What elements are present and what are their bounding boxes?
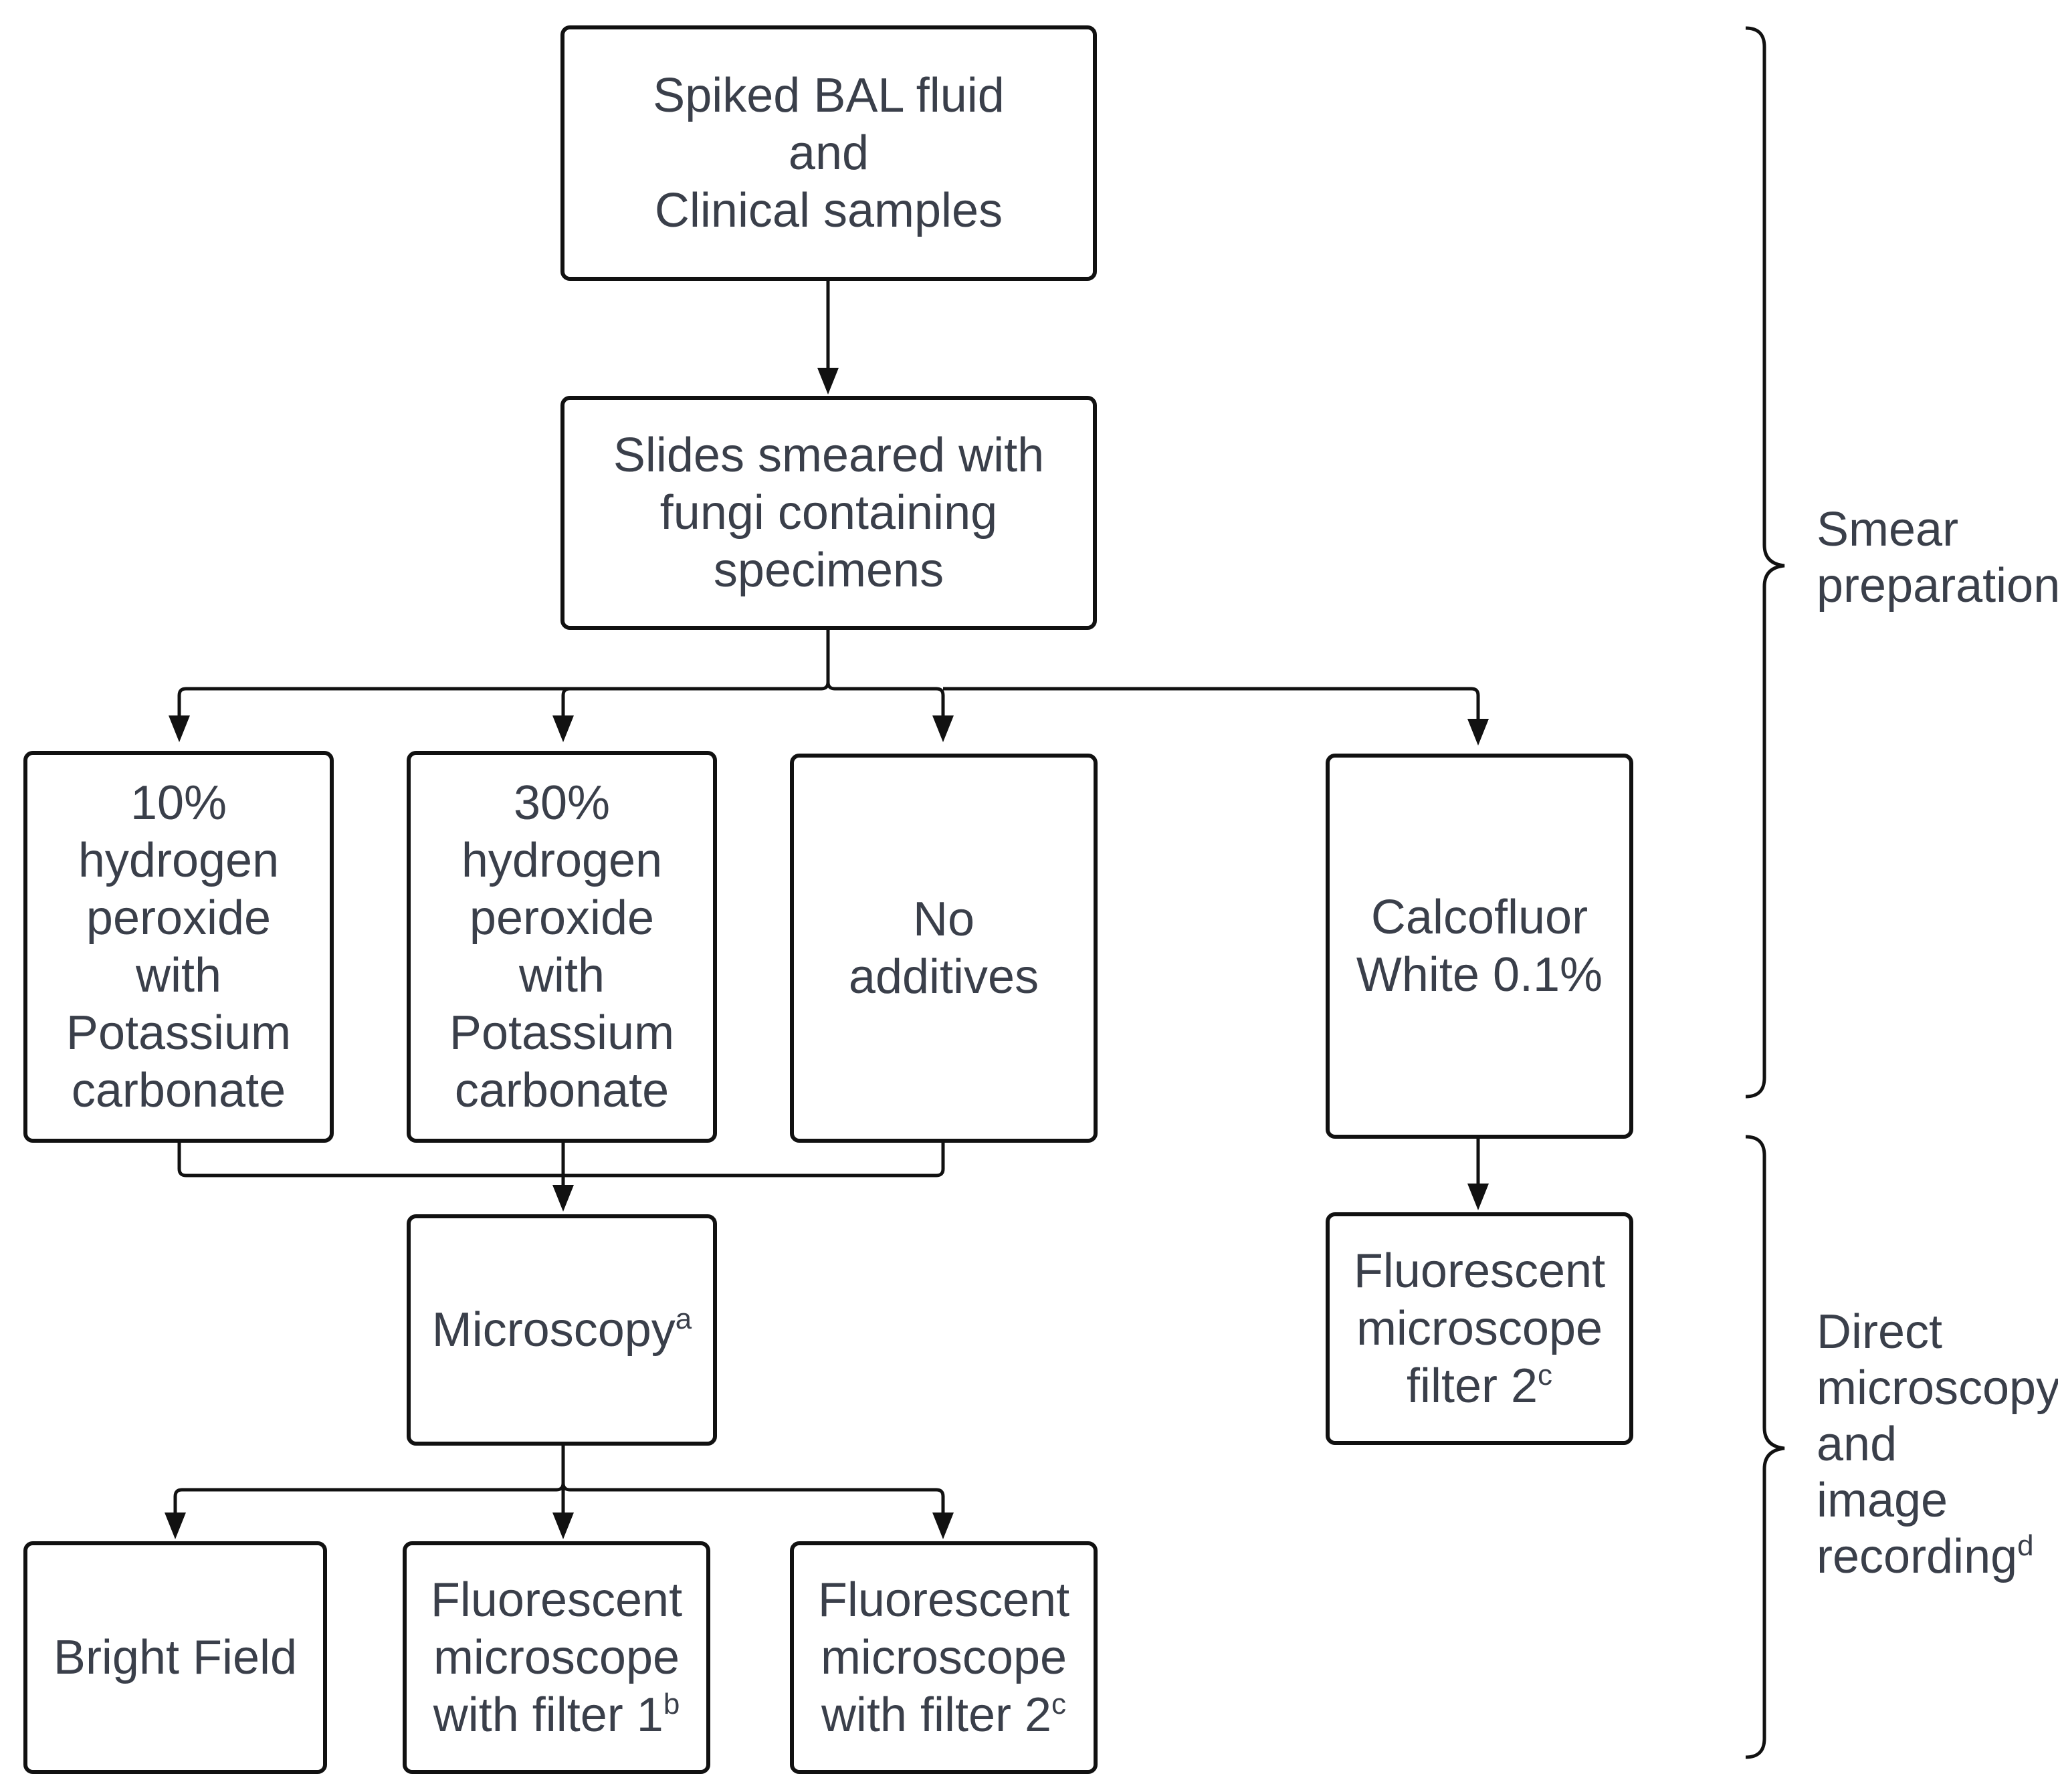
node-no-additives-line: No	[912, 893, 975, 946]
phase-direct-line: and	[1817, 1418, 1897, 1471]
node-slides-line: Slides smeared with	[613, 429, 1045, 482]
node-fluor-filter1-line: Fluorescent	[430, 1573, 683, 1627]
node-h2o2-30-line: carbonate	[454, 1064, 670, 1117]
node-slides: Slides smeared with fungi containing spe…	[560, 396, 1097, 630]
node-h2o2-10-line: peroxide	[86, 891, 272, 945]
node-slides-line: specimens	[713, 544, 944, 597]
phase-smear-line: preparation	[1817, 559, 2058, 612]
node-fluor-filter1-last: with filter 1	[433, 1688, 663, 1742]
node-h2o2-10: 10% hydrogen peroxide with Potassium car…	[23, 751, 334, 1143]
footnote-marker: d	[2017, 1529, 2034, 1562]
node-calcofluor-line: Calcofluor	[1370, 891, 1588, 944]
node-h2o2-30-line: hydrogen	[461, 834, 663, 887]
brace-direct	[1745, 1135, 1785, 1759]
phase-direct-line: Direct	[1817, 1305, 1943, 1359]
phase-direct-last: recording	[1817, 1530, 2018, 1583]
connector-merge	[177, 1142, 945, 1178]
phase-direct-line: image	[1817, 1474, 1948, 1527]
node-calcofluor: Calcofluor White 0.1%	[1326, 754, 1633, 1139]
footnote-marker: c	[1051, 1688, 1067, 1720]
node-microscopy: Microscopya	[407, 1214, 717, 1446]
footnote-marker: c	[1538, 1359, 1553, 1391]
phase-label-direct: Direct microscopy and image recordingd	[1817, 1304, 2058, 1585]
node-h2o2-30: 30% hydrogen peroxide with Potassium car…	[407, 751, 717, 1143]
node-bright-field-line: Bright Field	[53, 1631, 298, 1684]
node-microscopy-text: Microscopy	[431, 1303, 676, 1357]
brace-smear	[1745, 26, 1785, 1099]
node-fluor-filter2-line: with filter 2c	[821, 1686, 1066, 1744]
node-h2o2-10-line: 10%	[130, 776, 227, 830]
node-h2o2-30-line: with	[518, 949, 605, 1002]
arrowhead-10	[169, 715, 190, 742]
node-h2o2-10-line: hydrogen	[78, 834, 280, 887]
node-fluor-right-last: filter 2	[1406, 1359, 1538, 1413]
arrowhead-microscopy	[552, 1185, 574, 1212]
node-h2o2-30-line: 30%	[513, 776, 611, 830]
arrowhead-filter2	[932, 1513, 954, 1539]
arrowhead-slides	[817, 368, 839, 395]
node-fluor-right-line: microscope	[1356, 1302, 1603, 1355]
node-fluor-filter2-right: Fluorescent microscope filter 2c	[1326, 1212, 1633, 1445]
node-h2o2-10-line: carbonate	[71, 1064, 286, 1117]
node-fluor-right-line: Fluorescent	[1353, 1244, 1606, 1298]
node-h2o2-30-line: Potassium	[449, 1006, 675, 1060]
connector-slides-branch	[177, 629, 830, 719]
footnote-marker: a	[675, 1303, 692, 1335]
node-start: Spiked BAL fluid and Clinical samples	[560, 25, 1097, 281]
node-calcofluor-line: White 0.1%	[1356, 948, 1603, 1002]
connector-to-filter2	[561, 1482, 945, 1518]
node-fluor-filter1-line: microscope	[433, 1631, 680, 1684]
node-fluor-filter1: Fluorescent microscope with filter 1b	[403, 1541, 710, 1774]
node-fluor-filter2-last: with filter 2	[821, 1688, 1052, 1742]
arrowhead-30	[552, 715, 574, 742]
connector-branch-30	[561, 687, 571, 719]
node-start-line: Spiked BAL fluid	[653, 69, 1005, 122]
connector-branch-calco	[943, 687, 1480, 722]
node-h2o2-30-line: peroxide	[469, 891, 655, 945]
connector-microscopy-branch	[173, 1443, 565, 1518]
phase-direct-line: microscopy	[1817, 1361, 2058, 1415]
node-h2o2-10-line: Potassium	[66, 1006, 292, 1060]
node-bright-field: Bright Field	[23, 1541, 327, 1774]
phase-direct-line: recordingd	[1817, 1529, 2058, 1585]
node-start-line: Clinical samples	[654, 184, 1003, 237]
node-fluor-filter2-line: microscope	[820, 1631, 1067, 1684]
phase-label-smear: Smear preparation	[1817, 501, 2058, 614]
arrowhead-calco	[1467, 719, 1489, 746]
phase-smear-line: Smear	[1817, 503, 1959, 556]
node-start-line: and	[788, 126, 869, 180]
node-microscopy-line: Microscopya	[432, 1301, 692, 1359]
node-slides-line: fungi containing	[659, 486, 998, 540]
arrowhead-fluor-right	[1467, 1184, 1489, 1210]
node-no-additives-line: additives	[848, 950, 1039, 1004]
node-no-additives: No additives	[790, 754, 1098, 1143]
connector-branch-none	[826, 681, 945, 719]
footnote-marker: b	[663, 1688, 680, 1720]
node-fluor-filter2-line: Fluorescent	[817, 1573, 1070, 1627]
arrowhead-filter1	[552, 1513, 574, 1539]
node-fluor-filter2: Fluorescent microscope with filter 2c	[790, 1541, 1098, 1774]
node-fluor-right-line: filter 2c	[1407, 1357, 1552, 1415]
arrowhead-bright	[165, 1513, 186, 1539]
node-fluor-filter1-line: with filter 1b	[433, 1686, 680, 1744]
arrowhead-none	[932, 715, 954, 742]
node-h2o2-10-line: with	[135, 949, 222, 1002]
